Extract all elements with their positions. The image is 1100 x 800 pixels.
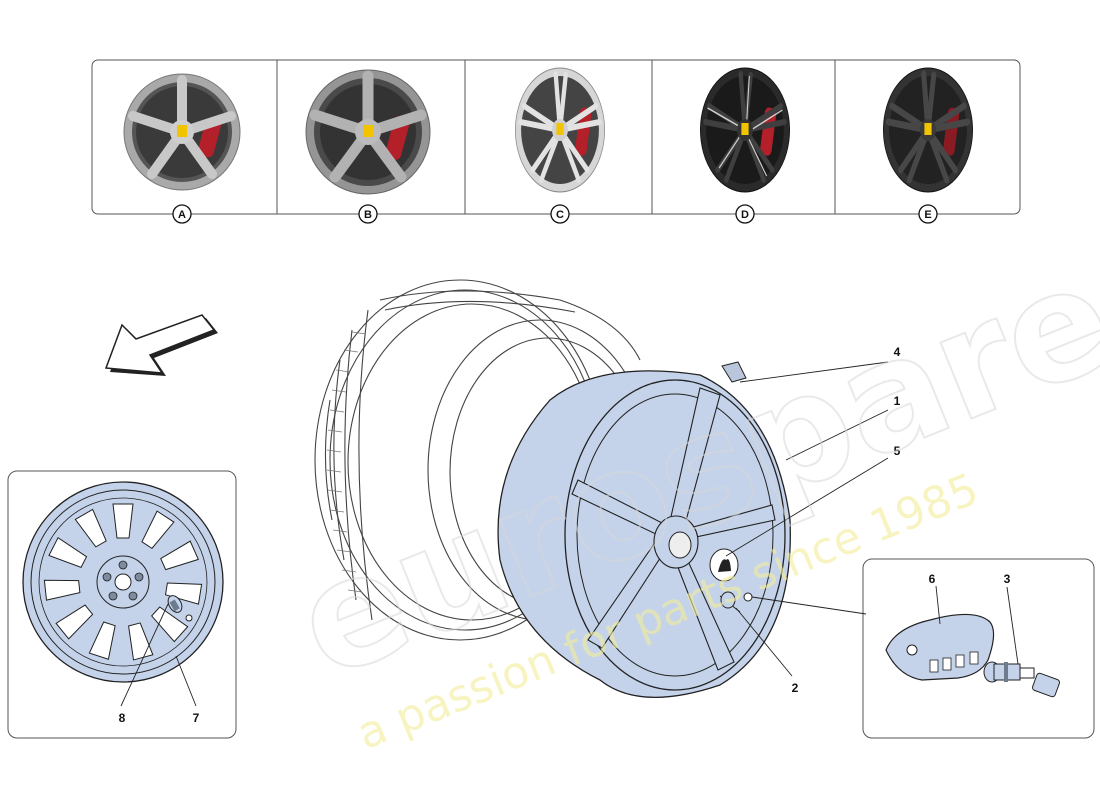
svg-text:E: E xyxy=(924,209,931,221)
variant-wheel-d[interactable] xyxy=(700,67,790,193)
variant-label-d[interactable]: D xyxy=(735,204,755,224)
svg-text:D: D xyxy=(741,209,749,221)
variant-label-a[interactable]: A xyxy=(172,204,192,224)
variant-wheel-b[interactable] xyxy=(305,69,431,195)
emblem-badge[interactable] xyxy=(709,548,739,582)
variant-wheel-a[interactable] xyxy=(123,73,241,191)
callout-7[interactable]: 7 xyxy=(193,711,200,725)
callouts: 1 2 3 4 5 6 7 8 xyxy=(119,345,1011,725)
callout-4[interactable]: 4 xyxy=(894,345,901,359)
variant-label-b[interactable]: B xyxy=(358,204,378,224)
leader-lines xyxy=(120,361,1019,707)
tpms-sensor[interactable] xyxy=(885,613,995,681)
svg-text:B: B xyxy=(364,209,372,221)
variant-wheel-c[interactable] xyxy=(515,67,605,193)
callout-6[interactable]: 6 xyxy=(929,572,936,586)
svg-text:A: A xyxy=(178,209,186,221)
spare-wheel[interactable] xyxy=(22,481,224,683)
variant-wheel-e[interactable] xyxy=(883,67,973,193)
variant-label-c[interactable]: C xyxy=(550,204,570,224)
variant-strip: A B C D E xyxy=(91,59,1021,224)
svg-text:C: C xyxy=(556,209,564,221)
callout-3[interactable]: 3 xyxy=(1004,572,1011,586)
callout-8[interactable]: 8 xyxy=(119,711,126,725)
callout-2[interactable]: 2 xyxy=(792,681,799,695)
balance-weight[interactable] xyxy=(721,361,747,383)
tpms-valve-stem[interactable] xyxy=(983,661,1061,698)
spare-valve[interactable] xyxy=(165,593,193,622)
main-wheel-rim[interactable] xyxy=(497,370,791,698)
callout-1[interactable]: 1 xyxy=(894,394,901,408)
direction-arrow-icon xyxy=(104,314,218,376)
variant-label-e[interactable]: E xyxy=(918,204,938,224)
callout-5[interactable]: 5 xyxy=(894,444,901,458)
